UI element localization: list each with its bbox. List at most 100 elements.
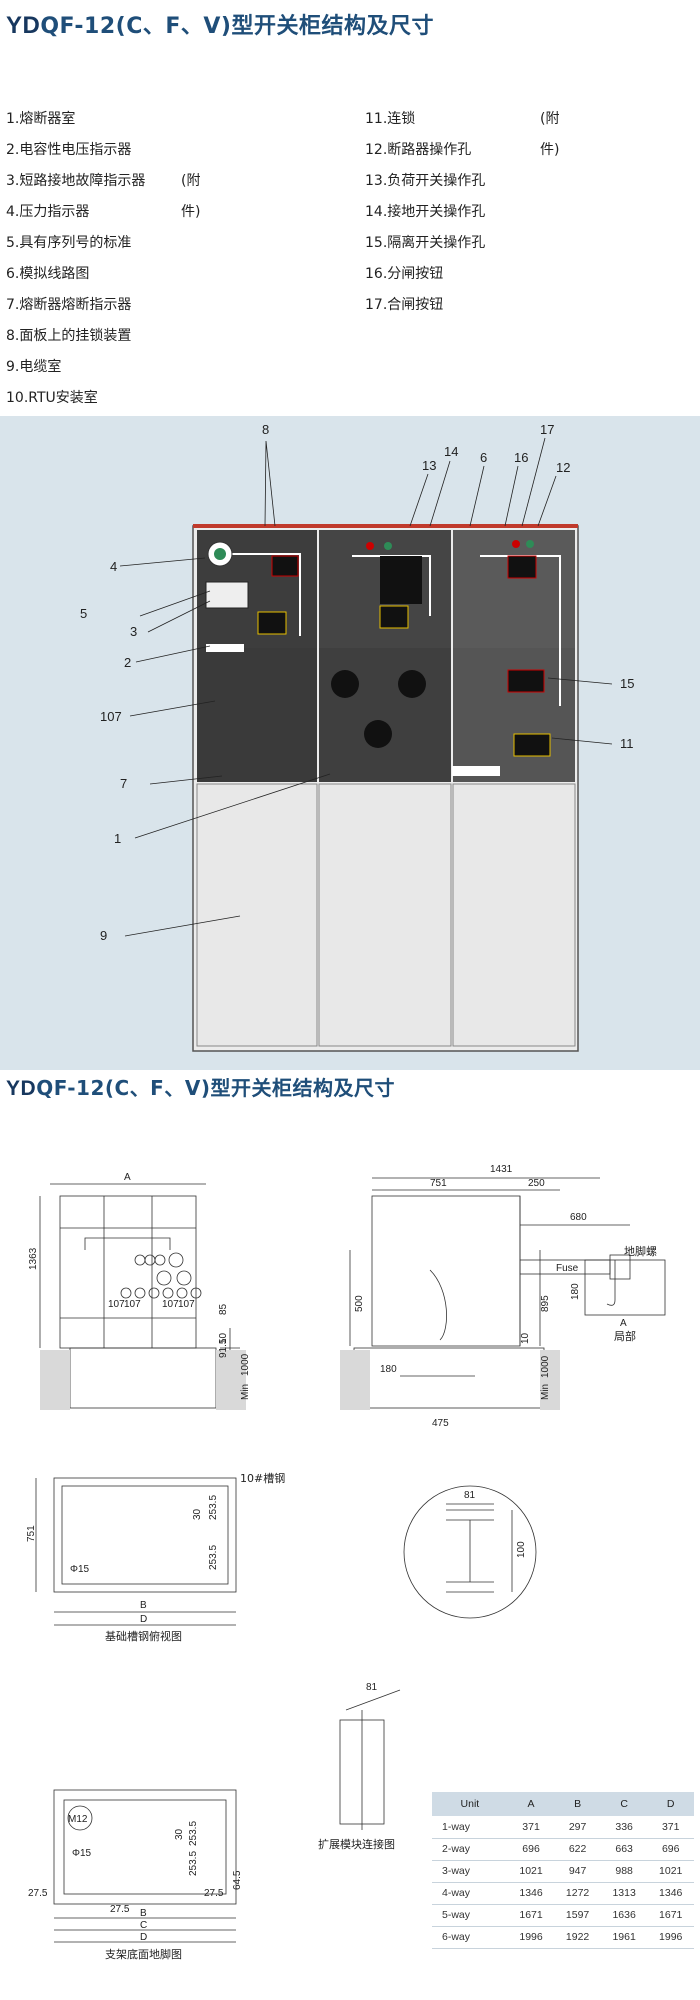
svg-text:253.5: 253.5 xyxy=(188,1821,199,1846)
earthing-hole-icon xyxy=(379,605,409,629)
fuse-room-left xyxy=(197,648,317,782)
legend-item: 9.电缆室 xyxy=(6,359,62,375)
svg-text:680: 680 xyxy=(570,1212,587,1223)
fuse-knob-icon xyxy=(331,670,359,698)
callout-label: 1 xyxy=(114,831,121,846)
svg-text:107: 107 xyxy=(162,1299,179,1310)
svg-text:A: A xyxy=(124,1172,131,1183)
callout-label: 5 xyxy=(80,606,87,621)
svg-text:基础槽钢俯视图: 基础槽钢俯视图 xyxy=(105,1629,182,1643)
svg-text:180: 180 xyxy=(570,1283,581,1300)
callout-label: 14 xyxy=(444,444,458,459)
ibeam-detail xyxy=(403,1485,537,1619)
column-header: C xyxy=(600,1792,648,1816)
cable-room-right xyxy=(452,783,576,1047)
svg-text:1000: 1000 xyxy=(240,1353,251,1376)
svg-text:253.5: 253.5 xyxy=(208,1545,219,1570)
callout-label: 9 xyxy=(100,928,107,943)
svg-text:475: 475 xyxy=(432,1418,449,1429)
svg-text:Min: Min xyxy=(540,1384,551,1400)
svg-text:107: 107 xyxy=(108,1299,125,1310)
svg-text:27.5: 27.5 xyxy=(28,1888,48,1899)
table-header-row: Unit A B C D xyxy=(432,1792,694,1816)
callout-label: 6 xyxy=(480,450,487,465)
callout-label: 11 xyxy=(620,736,634,751)
page-title: YDQF-12(C、F、V)型开关柜结构及尺寸 xyxy=(6,12,434,39)
callout-label: 12 xyxy=(556,460,570,475)
callout-label: 4 xyxy=(110,559,117,574)
interlock-icon xyxy=(513,733,551,757)
svg-text:30: 30 xyxy=(192,1508,203,1520)
svg-text:180: 180 xyxy=(380,1364,397,1375)
column-header: Unit xyxy=(432,1792,508,1816)
load-switch-block xyxy=(380,556,422,604)
fuse-room-middle xyxy=(319,648,451,782)
legend-extra: (附件) xyxy=(181,173,201,220)
legend-item: 11.连锁(附件) xyxy=(365,104,559,158)
svg-text:D: D xyxy=(140,1932,147,1943)
mimic-line xyxy=(222,553,561,706)
switchgear-front-illustration: 8 14 13 6 16 17 12 4 5 3 2 107 7 1 9 15 … xyxy=(80,422,634,1052)
svg-text:107: 107 xyxy=(178,1299,195,1310)
column-header: D xyxy=(647,1792,694,1816)
svg-text:751: 751 xyxy=(430,1178,447,1189)
legend-item: 14.接地开关操作孔 xyxy=(365,204,486,220)
technical-drawings: A 1363 107 107 107 107 85 10 91.5 Min 10… xyxy=(26,1164,666,1961)
legend-item: 17.合闸按钮 xyxy=(365,297,444,313)
legend-item: 3.短路接地故障指示器(附件) xyxy=(6,166,200,220)
svg-text:10: 10 xyxy=(218,1332,229,1344)
legend-item: 7.熔断器熔断指示器 xyxy=(6,297,132,313)
svg-text:1363: 1363 xyxy=(28,1247,39,1270)
svg-text:地脚螺: 地脚螺 xyxy=(624,1244,657,1258)
callout-label: 7 xyxy=(120,776,127,791)
svg-text:64.5: 64.5 xyxy=(232,1870,243,1890)
svg-text:A: A xyxy=(620,1318,627,1329)
svg-text:B: B xyxy=(140,1908,147,1919)
svg-text:27.5: 27.5 xyxy=(204,1888,224,1899)
legend-extra: (附件) xyxy=(540,111,560,158)
legend-item: 4.压力指示器 xyxy=(6,204,90,220)
top-red-strip xyxy=(193,524,578,528)
svg-text:Φ15: Φ15 xyxy=(72,1848,92,1859)
callout-label: 8 xyxy=(262,422,269,437)
column-header: B xyxy=(554,1792,601,1816)
section-title: YDQF-12(C、F、V)型开关柜结构及尺寸 xyxy=(6,1076,395,1100)
fuse-room-right xyxy=(453,648,575,782)
cable-room-left xyxy=(196,783,318,1047)
svg-text:1431: 1431 xyxy=(490,1164,513,1175)
svg-text:250: 250 xyxy=(528,1178,545,1189)
svg-text:M12: M12 xyxy=(68,1814,88,1825)
svg-text:81: 81 xyxy=(464,1490,476,1501)
svg-text:10: 10 xyxy=(520,1332,531,1344)
svg-text:81: 81 xyxy=(366,1682,378,1693)
svg-text:895: 895 xyxy=(540,1295,551,1312)
svg-text:B: B xyxy=(140,1600,147,1611)
svg-text:253.5: 253.5 xyxy=(208,1495,219,1520)
svg-text:局部: 局部 xyxy=(614,1329,636,1343)
operating-hole-icon xyxy=(271,555,299,577)
callout-label: 17 xyxy=(540,422,554,437)
legend-right: 11.连锁(附件) 12.断路器操作孔 13.负荷开关操作孔 14.接地开关操作… xyxy=(365,104,559,321)
cable-room-middle xyxy=(318,783,452,1047)
callout-label: 16 xyxy=(514,450,528,465)
svg-text:27.5: 27.5 xyxy=(110,1904,130,1915)
open-button-icon xyxy=(384,542,392,550)
legend-item: 2.电容性电压指示器 xyxy=(6,142,132,158)
svg-text:1000: 1000 xyxy=(540,1355,551,1378)
svg-text:Fuse: Fuse xyxy=(556,1263,579,1274)
legend-item: 1.熔断器室 xyxy=(6,111,76,127)
svg-text:85: 85 xyxy=(218,1303,229,1315)
fuse-knob-icon xyxy=(398,670,426,698)
callout-label: 2 xyxy=(124,655,131,670)
callout-label: 15 xyxy=(620,676,634,691)
base-channel-top xyxy=(53,1477,237,1593)
operating-hole-icon xyxy=(257,611,287,635)
legend-item: 12.断路器操作孔 xyxy=(365,142,472,158)
svg-text:751: 751 xyxy=(26,1525,37,1542)
svg-text:253.5: 253.5 xyxy=(188,1851,199,1876)
